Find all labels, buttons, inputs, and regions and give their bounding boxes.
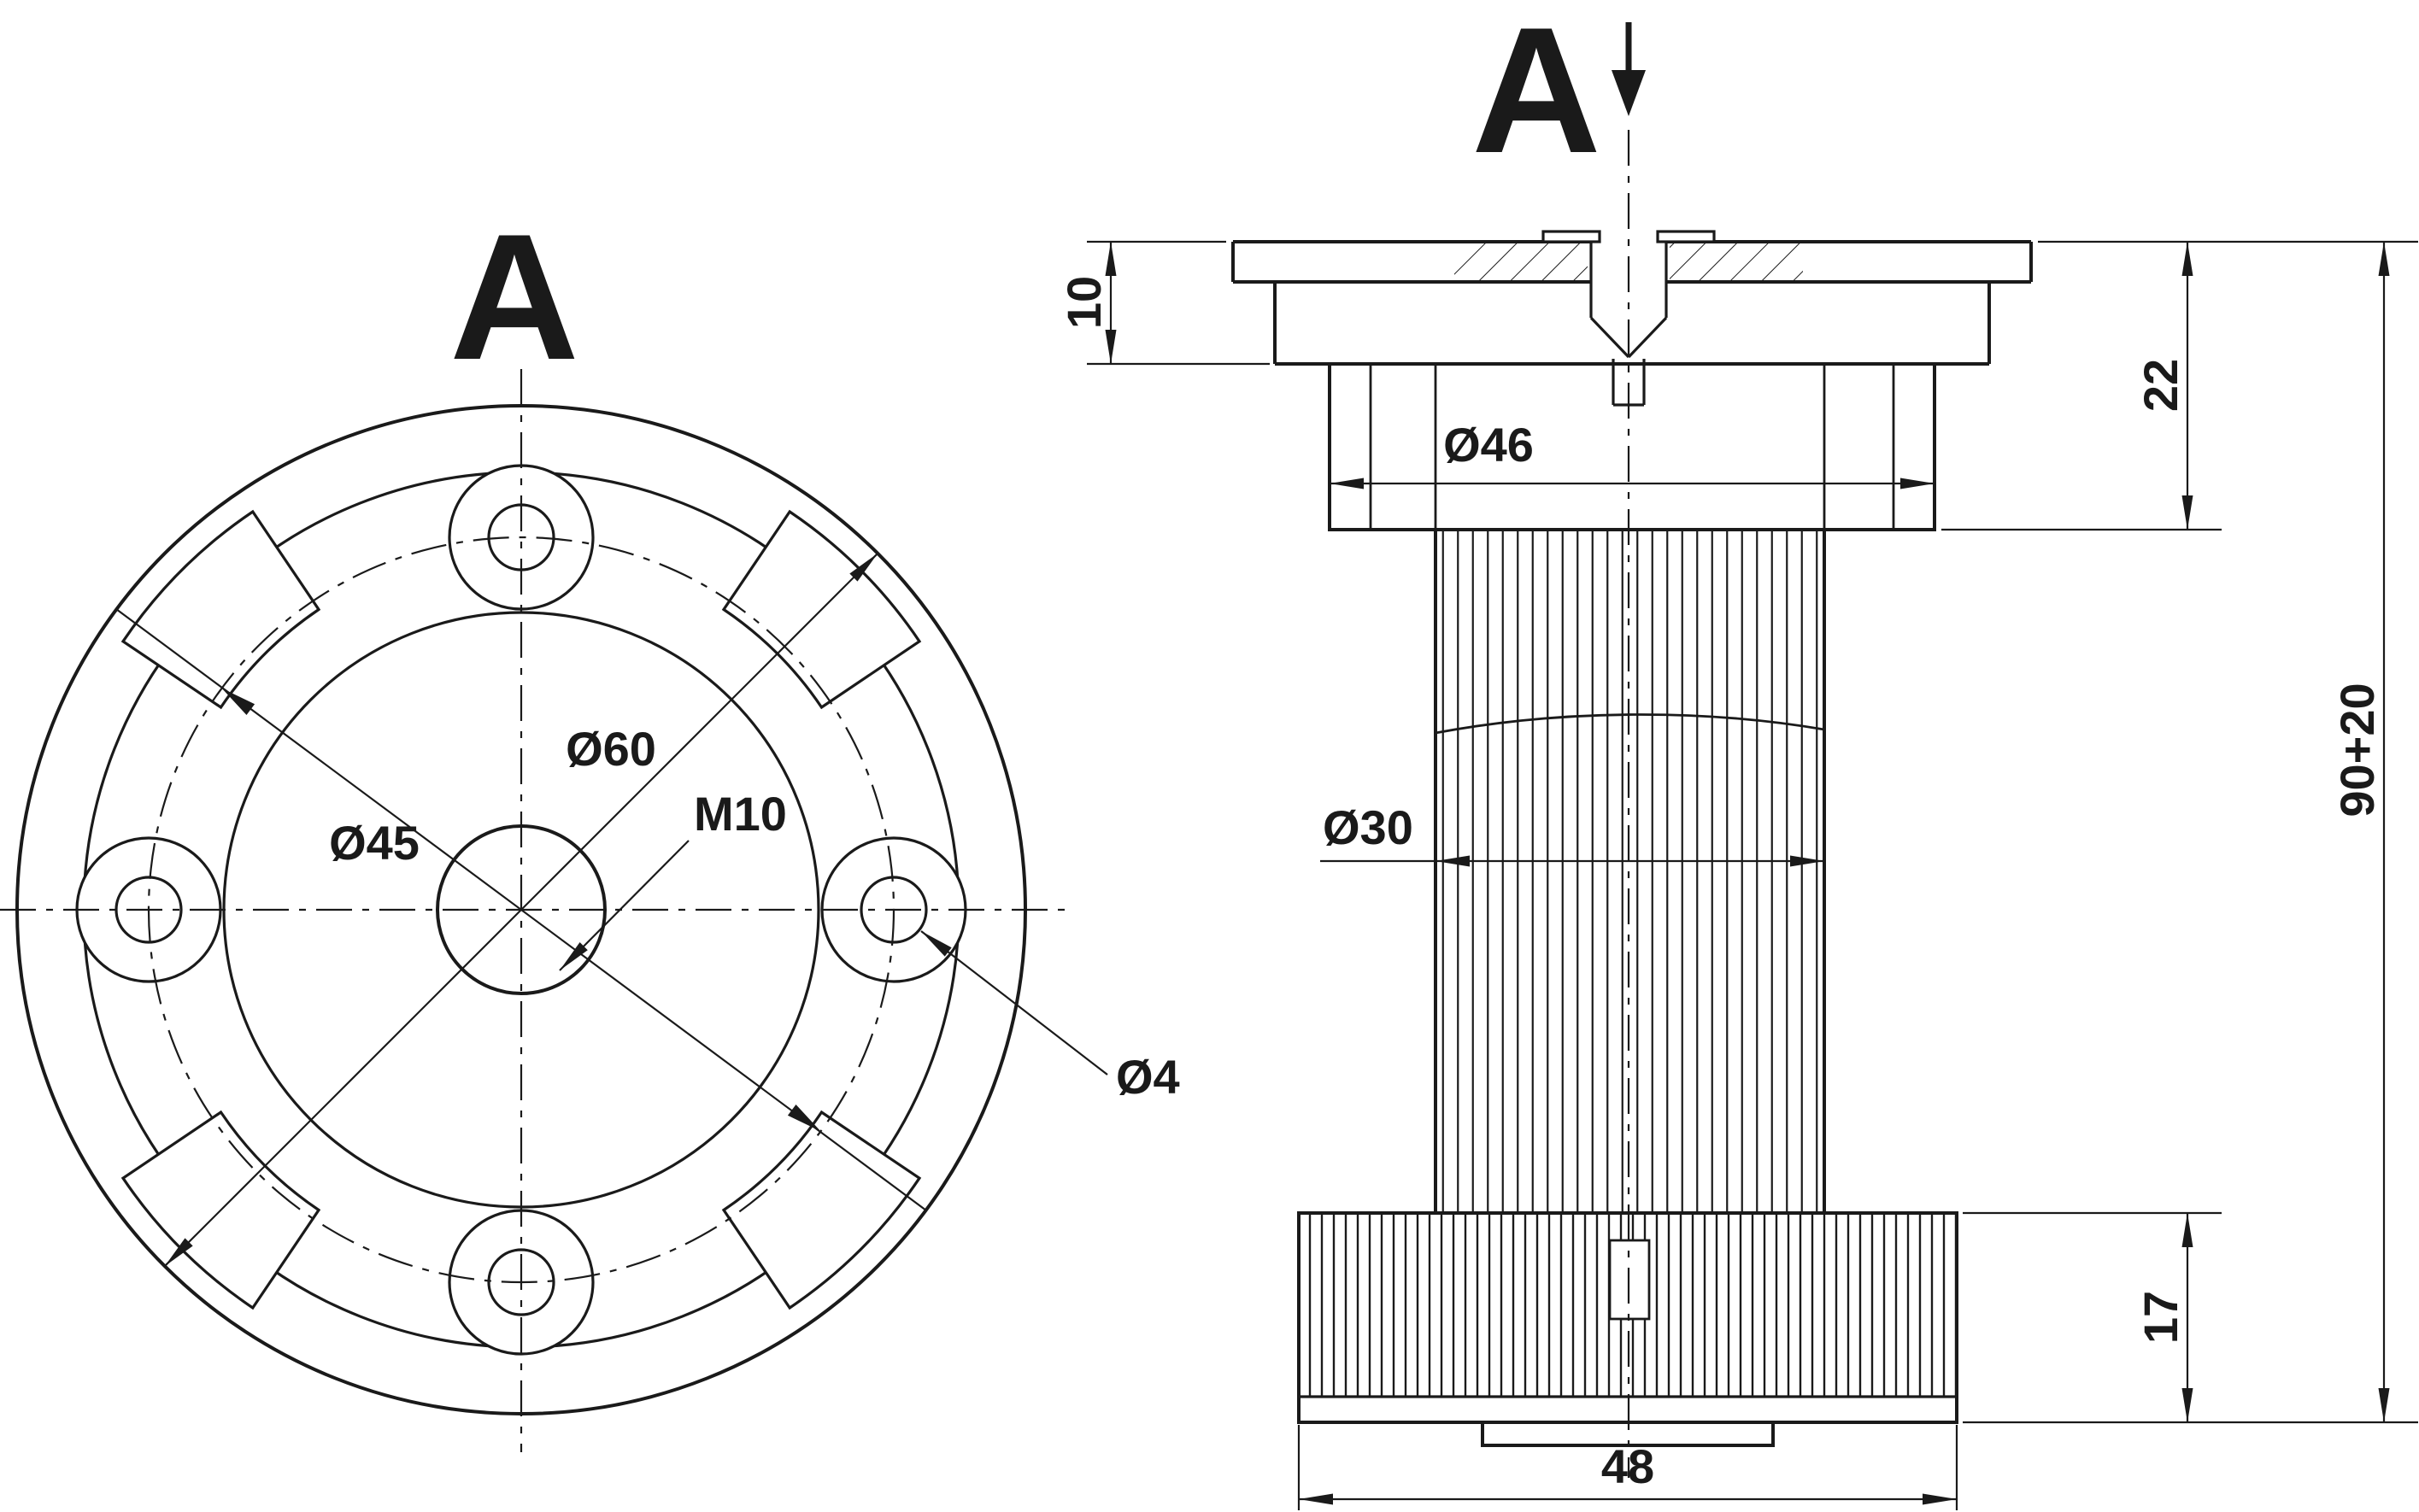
- dim-arrow: [221, 688, 255, 715]
- center-screw-bore: [1589, 242, 1668, 407]
- dim-text-column-diameter: Ø30: [1323, 800, 1413, 854]
- plate-tab: [1541, 230, 1601, 243]
- top-view: A Ø60: [0, 196, 1180, 1452]
- section-arrow-icon: [1612, 70, 1646, 116]
- view-label: A: [449, 196, 579, 397]
- plate-tab: [1656, 230, 1716, 243]
- dim-text-bolt-circle: Ø45: [329, 816, 420, 870]
- leader-mounting-hole: [920, 930, 1108, 1075]
- dim-text-center-thread: M10: [694, 787, 787, 841]
- dim-text-nut-height: 17: [2134, 1291, 2187, 1344]
- head-inner-edges: [1369, 364, 1895, 530]
- bolt-circle-centerline: [147, 536, 895, 1284]
- section-label: A: [1471, 0, 1601, 190]
- section-hatching-left: [1454, 243, 1588, 281]
- dim-arrow: [787, 1105, 821, 1132]
- plate-step-fill: [1275, 282, 1989, 364]
- dim-text-base-width: 48: [1601, 1439, 1654, 1493]
- dim-text-mounting-hole: Ø4: [1116, 1050, 1180, 1104]
- top-plate-outline: [1231, 240, 2033, 366]
- side-view: A: [1057, 0, 2418, 1510]
- dim-text-plate-thickness: 10: [1057, 276, 1111, 329]
- side-view-dimensions: 10 22 Ø46 Ø30 90+20 17: [1057, 240, 2418, 1510]
- column-joint-line: [1435, 713, 1825, 735]
- ribbed-column: [1434, 528, 1826, 1215]
- dim-text-overall-height: 90+20: [2330, 683, 2384, 817]
- top-view-dimensions: Ø60 Ø45 M10 Ø4: [115, 553, 1180, 1267]
- leader-center-thread: [559, 840, 690, 971]
- dim-line-bolt-circle: [115, 608, 927, 1211]
- head-block: [1328, 362, 1936, 531]
- dim-text-outer-diameter: Ø60: [566, 722, 656, 776]
- top-plate-fill: [1233, 242, 2031, 282]
- dim-text-head-height: 22: [2134, 359, 2187, 412]
- dim-text-head-diameter: Ø46: [1443, 418, 1534, 472]
- section-hatching-right: [1670, 243, 1803, 281]
